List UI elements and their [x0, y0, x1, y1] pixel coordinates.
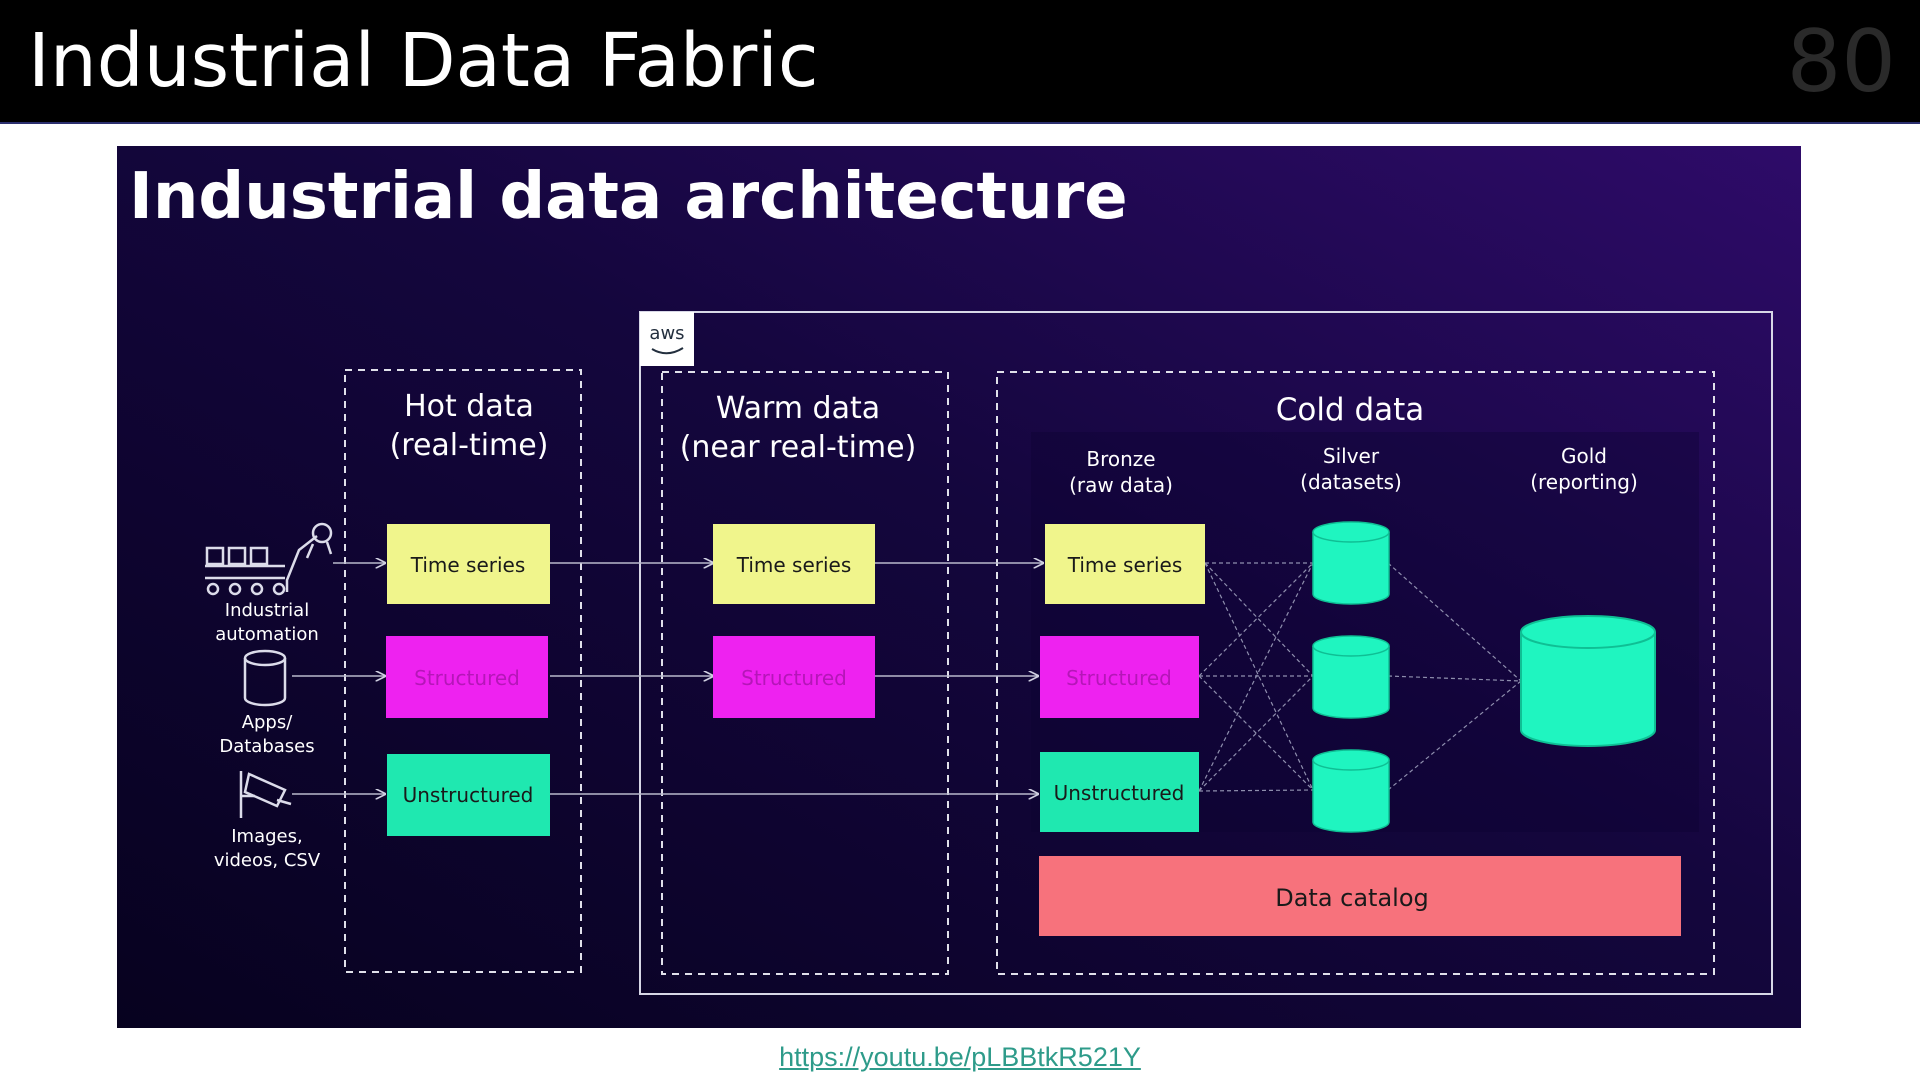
aws-smile-icon: [651, 347, 684, 355]
cold-data-zone: [996, 371, 1715, 975]
bronze-unstructured-label: Unstructured: [1054, 781, 1185, 805]
bronze-tier-sublabel: (raw data): [1069, 473, 1173, 497]
silver-cylinder-3-icon: [1312, 749, 1390, 833]
silver-tier-label: Silver: [1323, 444, 1380, 468]
hot-structured-box: Structured: [386, 636, 548, 718]
flow-arrows: [292, 563, 1043, 794]
bronze-tier-label: Bronze: [1086, 447, 1155, 471]
cold-data-heading: Cold data: [1276, 392, 1425, 428]
bronze-time-series-label: Time series: [1067, 553, 1183, 577]
bronze-unstructured-box: Unstructured: [1040, 752, 1199, 832]
warm-time-series-box: Time series: [713, 524, 875, 604]
warm-time-series-label: Time series: [736, 553, 852, 577]
bronze-time-series-box: Time series: [1045, 524, 1205, 604]
warm-data-zone: [661, 371, 949, 975]
hot-data-heading: Hot data: [404, 389, 534, 424]
page-number: 80: [1786, 12, 1896, 112]
hot-data-zone: [344, 369, 582, 973]
hot-time-series-box: Time series: [387, 524, 550, 604]
source-apps-label: Apps/: [242, 712, 294, 733]
silver-cylinder-1-icon: [1312, 521, 1390, 605]
source-industrial-label: Industrial: [225, 600, 309, 621]
hot-data-subheading: (real-time): [390, 428, 549, 463]
diagram-canvas: Industrial data architecture aws Hot dat…: [117, 146, 1801, 1028]
warm-data-heading: Warm data: [716, 391, 880, 426]
camera-icon: [239, 771, 292, 818]
warm-data-subheading: (near real-time): [680, 430, 917, 465]
silver-cylinder-2-icon: [1312, 635, 1390, 719]
video-source-link[interactable]: https://youtu.be/pLBBtkR521Y: [779, 1042, 1141, 1072]
aws-logo-text: aws: [649, 323, 684, 344]
data-catalog-bar: Data catalog: [1039, 856, 1681, 936]
slide-title: Industrial Data Fabric: [28, 18, 819, 104]
database-icon: [243, 649, 287, 707]
warm-structured-box: Structured: [713, 636, 875, 718]
source-images-sublabel: videos, CSV: [214, 850, 321, 871]
hot-structured-label: Structured: [414, 666, 520, 690]
architecture-diagram: Industrial data architecture aws Hot dat…: [117, 146, 1801, 1028]
diagram-title: Industrial data architecture: [129, 160, 1128, 234]
tier-connections: [1198, 562, 1522, 792]
silver-tier-sublabel: (datasets): [1300, 470, 1402, 494]
hot-unstructured-box: Unstructured: [387, 754, 550, 836]
gold-tier-sublabel: (reporting): [1530, 470, 1638, 494]
warm-structured-label: Structured: [741, 666, 847, 690]
aws-logo: [640, 312, 694, 366]
aws-cloud-boundary: [639, 311, 1773, 995]
source-apps-sublabel: Databases: [219, 736, 314, 757]
source-images-label: Images,: [231, 826, 302, 847]
gold-tier-label: Gold: [1561, 444, 1607, 468]
bronze-structured-label: Structured: [1066, 666, 1172, 690]
slide-header: Industrial Data Fabric 80: [0, 0, 1920, 124]
data-catalog-label: Data catalog: [1275, 884, 1429, 912]
conveyor-robot-icon: [205, 522, 333, 596]
gold-cylinder-icon: [1520, 615, 1656, 747]
hot-unstructured-label: Unstructured: [403, 783, 534, 807]
hot-time-series-label: Time series: [410, 553, 526, 577]
bronze-structured-box: Structured: [1040, 636, 1199, 718]
source-industrial-sublabel: automation: [215, 624, 319, 645]
silver-datasets: [1312, 521, 1390, 833]
